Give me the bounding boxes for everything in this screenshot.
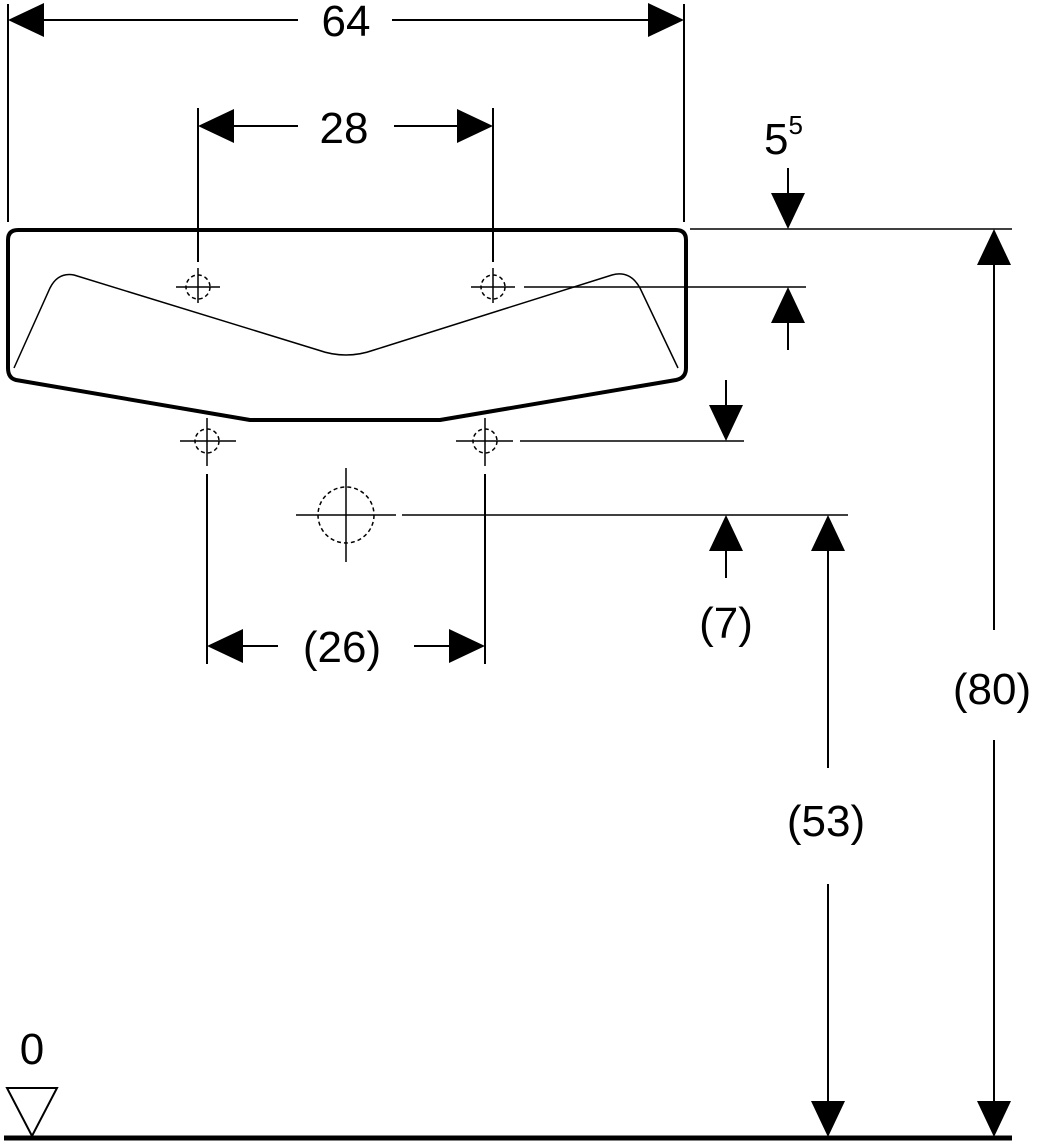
total-height-label: (80) [953,665,1031,714]
tap-hole-spacing-label: 28 [320,104,369,153]
arrow-down [709,405,743,441]
arrow-right [449,629,485,663]
dim-waste-offset: (7) [402,380,848,648]
arrow-down [811,1101,845,1137]
level-marker-icon [5,1087,59,1139]
arrow-up [709,515,743,551]
arrow-up [811,515,845,551]
bracket-hole-right [456,418,513,466]
arrow-right [457,109,493,143]
arrow-left [207,629,243,663]
dim-top-offset: 55 [524,110,1012,350]
basin-outline [6,228,688,422]
arrow-up [771,287,805,323]
floor-level: 0 [4,1025,1012,1141]
arrow-left [8,3,44,37]
dim-bracket-spacing: (26) [206,474,486,672]
arrow-left [198,109,234,143]
bracket-spacing-label: (26) [303,623,381,672]
overall-width-label: 64 [322,0,371,46]
waste-height-label: (53) [787,797,865,846]
arrow-down [771,193,805,229]
dim-overall-width: 64 [7,0,685,222]
tap-hole-right [471,268,515,303]
floor-level-label: 0 [20,1025,44,1074]
arrow-down [977,1101,1011,1137]
arrow-up [977,229,1011,265]
top-offset-label: 55 [764,110,803,164]
dim-tap-hole-spacing: 28 [197,104,494,262]
waste-offset-label: (7) [699,599,753,648]
bracket-hole-left [180,418,236,466]
arrow-right [648,3,684,37]
waste-outlet [296,468,396,562]
dim-total-height: (80) [953,229,1031,1137]
tap-hole-left [176,268,220,303]
dim-waste-height: (53) [787,515,865,1137]
